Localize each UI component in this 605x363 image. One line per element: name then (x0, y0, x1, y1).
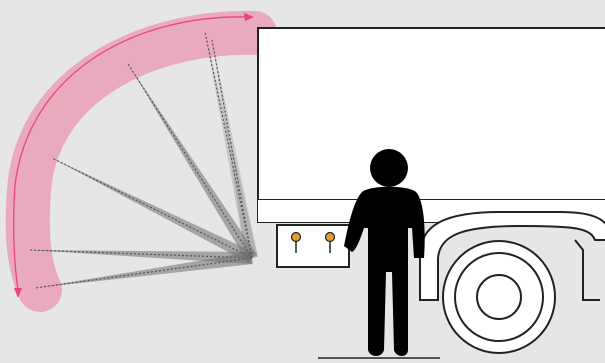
swing-range-arc (5, 10, 277, 312)
beam-centerline (34, 257, 253, 289)
arrowhead-top-icon (244, 13, 254, 21)
swing-arrow-line (12, 16, 246, 291)
hub (476, 274, 522, 320)
lamp-icon (290, 231, 302, 253)
beam-fan (29, 31, 258, 289)
operator-person-icon (344, 149, 425, 356)
beam-centerline (51, 157, 253, 259)
beam-ray (128, 64, 258, 262)
arrowhead-bottom-icon (14, 288, 22, 298)
truck-box (257, 27, 605, 201)
beam-ray (52, 158, 255, 264)
wheel-fender (419, 211, 605, 301)
beam-ray (212, 40, 258, 260)
control-box (276, 224, 350, 268)
lamp-icon (324, 231, 336, 253)
beam-centerline (211, 39, 253, 259)
beam-ray (30, 250, 253, 264)
beam-ray (205, 32, 258, 260)
beam-centerline (204, 31, 253, 259)
beam-centerline (29, 249, 253, 259)
beam-ray (35, 252, 253, 288)
fender-drop (574, 239, 600, 301)
